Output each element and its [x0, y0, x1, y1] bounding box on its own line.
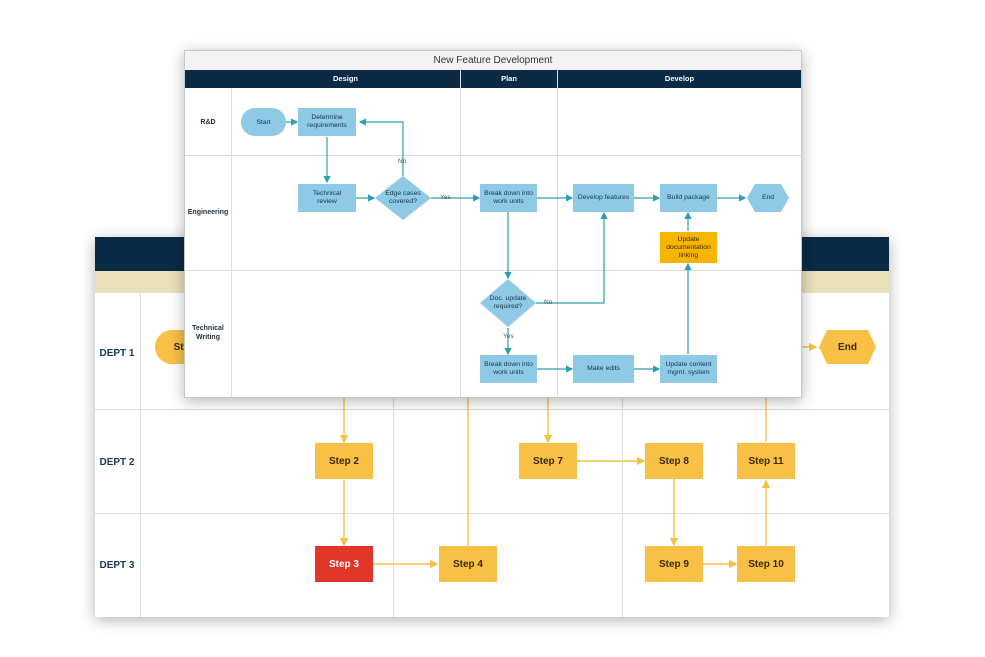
back-row-divider: [95, 513, 889, 514]
step-2-box: Step 2: [315, 443, 373, 479]
column-divider: [557, 70, 558, 397]
dept-3-label: DEPT 3: [99, 560, 135, 571]
step-7-box: Step 7: [519, 443, 577, 479]
step-4-box: Step 4: [439, 546, 497, 582]
dept-1-label: DEPT 1: [99, 348, 135, 359]
column-header-bar: [185, 70, 801, 88]
edge-cases-decision-shape: [375, 176, 431, 220]
back-column-divider: [622, 293, 623, 617]
build-package-node: Build package: [660, 184, 717, 212]
lane-label-divider: [231, 88, 232, 397]
edge-label-yes: Yes: [503, 333, 514, 340]
column-develop-label: Develop: [664, 74, 695, 83]
back-column-divider: [393, 293, 394, 617]
end-node: End: [761, 194, 775, 201]
front-end-terminal-shape: [747, 184, 789, 212]
doc-update-decision-shape: [480, 279, 536, 327]
step-3-box: Step 3: [315, 546, 373, 582]
edge-label-no: No: [544, 299, 553, 306]
back-lane-divider: [140, 293, 141, 617]
dept-2-label: DEPT 2: [99, 457, 135, 468]
front-swimlane-diagram: New Feature Development Design Plan Deve…: [184, 50, 802, 398]
back-end-terminal: End: [819, 330, 876, 364]
make-edits-node: Make edits: [573, 355, 634, 383]
column-design-label: Design: [332, 74, 358, 83]
back-row-divider: [95, 409, 889, 410]
lane-rd-label: R&D: [200, 119, 216, 126]
column-plan-label: Plan: [501, 74, 517, 83]
front-connectors: [286, 118, 789, 373]
column-divider: [460, 70, 461, 397]
step-8-box: Step 8: [645, 443, 703, 479]
step-10-box: Step 10: [737, 546, 795, 582]
lane-engineering-label: Engineering: [187, 209, 229, 216]
lane-divider: [185, 270, 801, 271]
step-11-box: Step 11: [737, 443, 795, 479]
lane-divider: [185, 155, 801, 156]
step-9-box: Step 9: [645, 546, 703, 582]
edge-label-no: No: [398, 158, 407, 165]
edge-label-yes: Yes: [440, 194, 451, 201]
lane-technical-writing-label: Technical Writing: [192, 325, 224, 341]
develop-features-node: Develop features: [573, 184, 634, 212]
start-node: Start: [241, 108, 286, 136]
